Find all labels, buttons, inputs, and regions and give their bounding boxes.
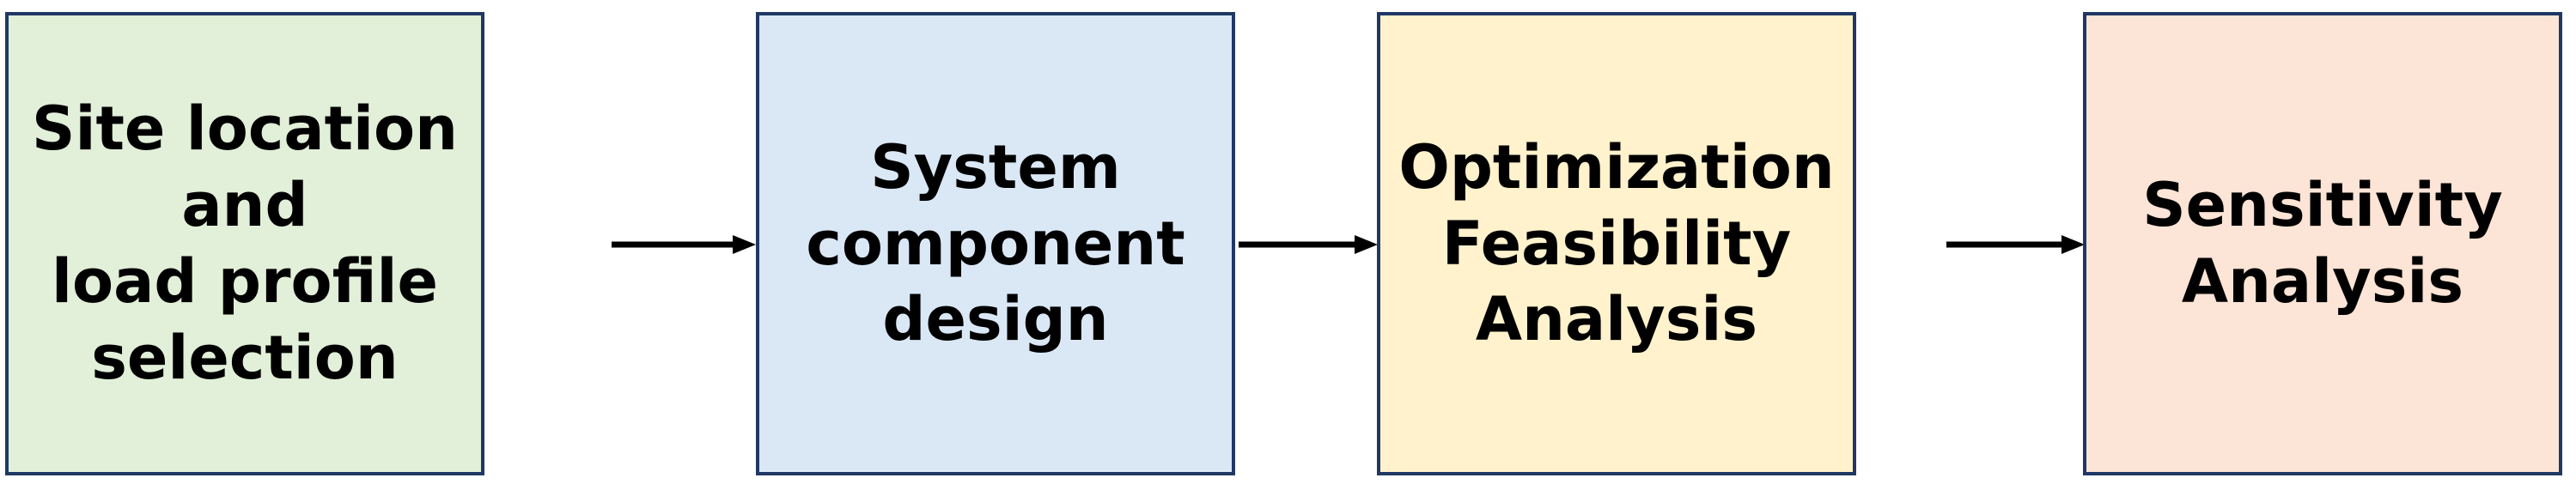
step-label-line: Analysis: [2181, 246, 2464, 317]
step-site-location-box: Site location and load profile selection: [5, 12, 484, 475]
arrow-3: [1946, 235, 2085, 254]
step-sensitivity-box: Sensitivity Analysis: [2083, 12, 2562, 475]
step-label-line: load profile: [52, 246, 438, 317]
arrow-2: [1239, 235, 1378, 254]
step-optimization-box: Optimization Feasibility Analysis: [1377, 12, 1856, 475]
arrow-1: [612, 235, 756, 254]
step-label-line: Feasibility: [1441, 208, 1792, 279]
step-label-line: selection: [91, 322, 399, 393]
step-label-line: Optimization: [1398, 131, 1835, 203]
step-label-line: and: [181, 170, 308, 241]
step-label-line: System: [870, 131, 1121, 203]
step-label-line: Analysis: [1475, 284, 1758, 355]
step-system-design-box: System component design: [756, 12, 1235, 475]
step-label-line: design: [882, 284, 1109, 355]
step-label-line: component: [806, 208, 1185, 279]
step-label-line: Sensitivity: [2142, 170, 2503, 241]
step-sensitivity-label: Sensitivity Analysis: [2142, 167, 2503, 320]
step-optimization-label: Optimization Feasibility Analysis: [1398, 130, 1834, 359]
step-label-line: Site location: [32, 94, 458, 165]
step-site-location-label: Site location and load profile selection: [32, 91, 458, 396]
step-system-design-label: System component design: [806, 130, 1184, 359]
